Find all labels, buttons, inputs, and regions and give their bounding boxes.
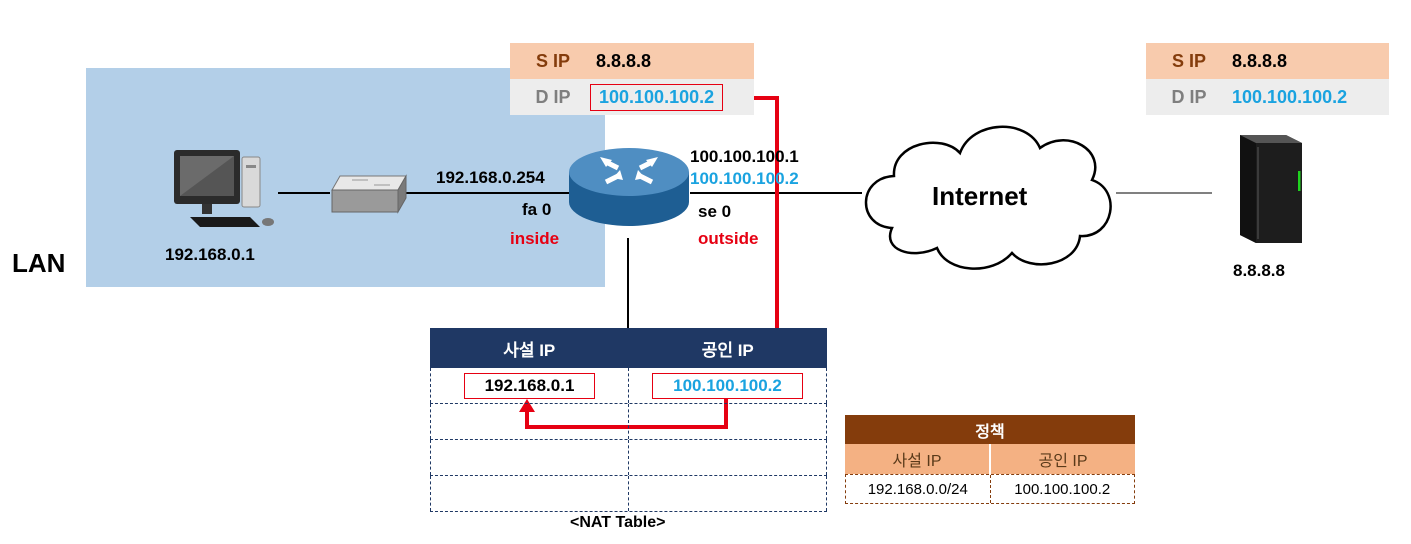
packet-left-d-val: 100.100.100.2 [590,83,724,111]
policy-header: 사설 IP 공인 IP [845,444,1135,474]
nat-row [430,476,827,512]
packet-left-d-row: D IP 100.100.100.2 [510,79,754,115]
packet-right-d-row: D IP 100.100.100.2 [1146,79,1389,115]
router-outside-nat-ip: 100.100.100.2 [690,169,799,188]
policy-header-private: 사설 IP [845,444,991,474]
router-icon [569,148,689,226]
private-arrowhead [519,399,535,412]
packet-right-s-val: 8.8.8.8 [1232,50,1288,71]
nat-row1-private: 192.168.0.1 [463,372,596,399]
switch-icon [331,174,407,214]
nat-row: 192.168.0.1 100.100.100.2 [430,368,827,404]
nat-cell [430,440,628,475]
packet-right-d-key: D IP [1171,86,1207,107]
dip-to-public-arrow [750,96,779,350]
packet-right-s-row: S IP 8.8.8.8 [1146,43,1389,79]
nat-row1-public: 100.100.100.2 [652,372,803,399]
packet-right-s-key: S IP [1171,50,1206,71]
policy-header-public: 공인 IP [1038,453,1088,470]
router-inside-ip: 192.168.0.254 [436,168,545,187]
nat-cell [628,440,827,475]
nat-table-caption: <NAT Table> [570,514,666,531]
nat-cell: 100.100.100.2 [628,368,827,403]
internet-cloud-icon [864,125,1112,270]
policy-title: 정책 [845,415,1135,444]
nat-cell [430,476,628,511]
public-to-private-arrow [525,398,728,429]
packet-header-right: S IP 8.8.8.8 D IP 100.100.100.2 [1146,43,1389,115]
nat-cell: 192.168.0.1 [430,368,628,403]
router-inside-label: inside [510,229,560,248]
policy-table: 정책 사설 IP 공인 IP 192.168.0.0/24 100.100.10… [845,415,1135,504]
router-inside-iface: fa 0 [522,200,552,219]
desktop-pc-icon [174,150,274,227]
nat-row [430,440,827,476]
packet-left-s-key: S IP [535,50,570,71]
packet-header-left: S IP 8.8.8.8 D IP 100.100.100.2 [510,43,754,115]
packet-left-s-row: S IP 8.8.8.8 [510,43,754,79]
policy-public-ip: 100.100.100.2 [1014,480,1111,498]
nat-header-public: 공인 IP [701,340,754,360]
policy-row: 192.168.0.0/24 100.100.100.2 [845,474,1135,504]
policy-private-range: 192.168.0.0/24 [846,475,991,503]
router-outside-iface: se 0 [698,202,732,221]
nat-cell [628,476,827,511]
pc-ip: 192.168.0.1 [165,245,255,264]
nat-table-header: 사설 IP 공인 IP [430,328,827,368]
router-outside-label: outside [698,229,759,248]
server-icon [1240,135,1302,243]
nat-cell [430,404,628,439]
server-ip: 8.8.8.8 [1233,261,1285,280]
nat-row [430,404,827,440]
nat-cell [628,404,827,439]
packet-right-d-val: 100.100.100.2 [1232,86,1348,107]
lan-label: LAN [12,248,66,278]
packet-left-d-key: D IP [535,86,571,107]
router-outside-ip: 100.100.100.1 [690,147,799,166]
nat-header-private: 사설 IP [503,340,556,360]
nat-table: 사설 IP 공인 IP 192.168.0.1 100.100.100.2 [430,328,827,512]
internet-label: Internet [932,181,1028,211]
packet-left-s-val: 8.8.8.8 [596,50,652,71]
